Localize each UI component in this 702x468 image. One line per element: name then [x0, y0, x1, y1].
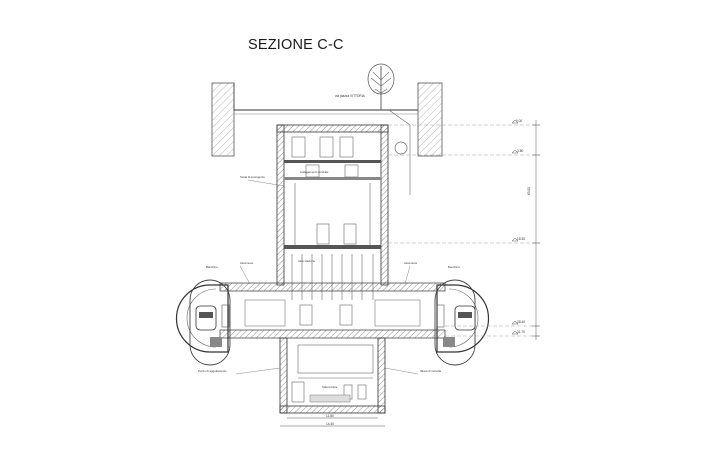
- tree-icon: [367, 63, 395, 110]
- svg-text:Ascensore: Ascensore: [240, 261, 254, 265]
- svg-text:-3.80: -3.80: [516, 149, 523, 153]
- annotations-right: Ascensore Banchina: [404, 261, 460, 285]
- street-label: via piazza VITTORIA: [335, 94, 366, 98]
- svg-text:Pozzo di aggottamento: Pozzo di aggottamento: [198, 369, 227, 373]
- level-lines: [388, 124, 540, 337]
- ground-left: [211, 82, 235, 157]
- shaft-interior: [291, 136, 374, 300]
- tunnel-left: [175, 279, 231, 366]
- annotations-left: Scala di emergenza Ascensore Banchina: [206, 175, 285, 285]
- dim-width: 14.40: [326, 422, 334, 426]
- dim-inner: 11.80: [326, 414, 334, 418]
- shaft-walls: [276, 124, 389, 286]
- svg-text:Vasca di raccolta: Vasca di raccolta: [420, 369, 442, 373]
- bottom-dimensions: [280, 417, 385, 427]
- svg-text:Banchina: Banchina: [448, 265, 460, 269]
- lower-shaft: [279, 337, 386, 414]
- svg-text:-28.40: -28.40: [516, 320, 525, 324]
- svg-text:-18.35: -18.35: [516, 237, 525, 241]
- svg-text:Banchina: Banchina: [206, 265, 218, 269]
- svg-text:Collegamento verticale: Collegamento verticale: [300, 170, 329, 174]
- svg-text:-31.70: -31.70: [516, 330, 525, 334]
- drawing-title: SEZIONE C-C: [248, 37, 344, 53]
- svg-text:63.00: 63.00: [527, 187, 531, 195]
- annotations-center: Collegamento verticale Atrio stazione: [298, 170, 329, 263]
- gallery: [219, 282, 446, 339]
- svg-text:Scala di emergenza: Scala di emergenza: [240, 175, 265, 179]
- elevation-tags: 0.00 -3.80 -18.35 -28.40 -31.70 63.00: [516, 119, 531, 334]
- annotations-bottom: Pozzo di aggottamento Sala tecnica Vasca…: [198, 367, 442, 389]
- svg-text:Atrio stazione: Atrio stazione: [298, 259, 315, 263]
- tunnel-right: [434, 279, 490, 366]
- svg-text:Sala tecnica: Sala tecnica: [322, 385, 338, 389]
- svg-text:Ascensore: Ascensore: [404, 261, 418, 265]
- vertical-dimensions: [532, 120, 540, 340]
- ground-right: [417, 82, 443, 157]
- svg-text:0.00: 0.00: [516, 119, 522, 123]
